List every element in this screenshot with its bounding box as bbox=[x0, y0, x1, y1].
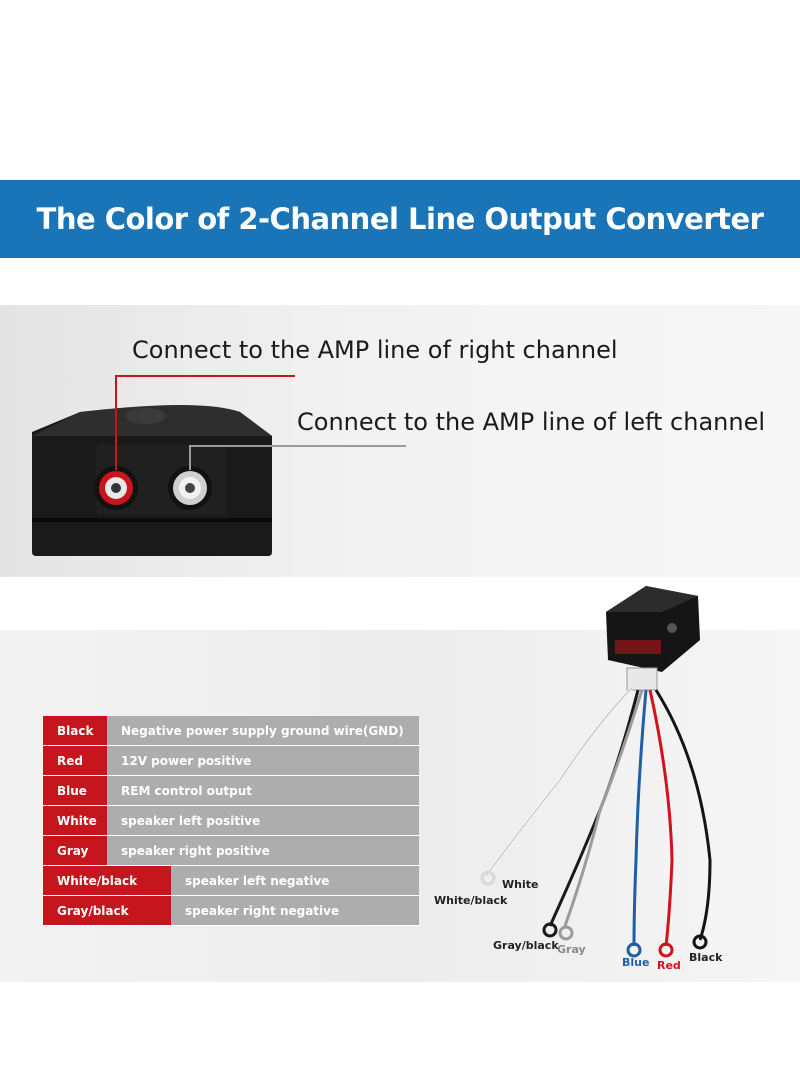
wire-color-cell: Blue bbox=[43, 775, 107, 806]
wire-terminals bbox=[480, 870, 708, 958]
wire-label-blue: Blue bbox=[622, 956, 650, 969]
wire-function-cell: speaker left positive bbox=[107, 805, 419, 836]
wire-color-cell: White/black bbox=[43, 866, 171, 895]
rca-converter-box bbox=[32, 405, 272, 556]
banner-title: The Color of 2-Channel Line Output Conve… bbox=[36, 202, 764, 236]
left-channel-callout: Connect to the AMP line of left channel bbox=[297, 408, 765, 436]
rca-jack-red bbox=[94, 466, 138, 510]
wire-function-cell: speaker right positive bbox=[107, 835, 419, 866]
wire-label-black: Black bbox=[689, 951, 723, 964]
wire-label-gray: Gray bbox=[557, 943, 586, 956]
wire-color-cell: Gray/black bbox=[43, 896, 171, 925]
right-channel-leader bbox=[115, 375, 295, 470]
right-channel-callout: Connect to the AMP line of right channel bbox=[132, 336, 618, 364]
wire-function-cell: speaker left negative bbox=[171, 866, 419, 895]
left-channel-leader bbox=[189, 445, 406, 470]
wire-color-cell: White bbox=[43, 805, 107, 836]
converter-module bbox=[606, 586, 700, 691]
wire-harness bbox=[484, 686, 712, 947]
wire-label-gray-black: Gray/black bbox=[493, 939, 559, 952]
table-row: Red 12V power positive bbox=[43, 745, 419, 776]
table-row: Black Negative power supply ground wire(… bbox=[43, 716, 419, 746]
table-row: White speaker left positive bbox=[43, 805, 419, 836]
wire-color-table: Black Negative power supply ground wire(… bbox=[43, 716, 419, 926]
rca-jack-white bbox=[168, 466, 212, 510]
table-row: Gray/black speaker right negative bbox=[43, 895, 419, 926]
table-row: Gray speaker right positive bbox=[43, 835, 419, 866]
wire-function-cell: 12V power positive bbox=[107, 745, 419, 776]
wire-function-cell: Negative power supply ground wire(GND) bbox=[107, 716, 419, 746]
wire-label-white-black: White/black bbox=[434, 894, 508, 907]
wire-function-cell: REM control output bbox=[107, 775, 419, 806]
wire-color-cell: Gray bbox=[43, 835, 107, 866]
wire-label-white: White bbox=[502, 878, 539, 891]
wire-color-cell: Black bbox=[43, 716, 107, 746]
title-banner: The Color of 2-Channel Line Output Conve… bbox=[0, 180, 800, 258]
wire-function-cell: speaker right negative bbox=[171, 896, 419, 925]
wire-color-cell: Red bbox=[43, 745, 107, 776]
table-row: Blue REM control output bbox=[43, 775, 419, 806]
wire-label-red: Red bbox=[657, 959, 681, 972]
table-row: White/black speaker left negative bbox=[43, 865, 419, 896]
